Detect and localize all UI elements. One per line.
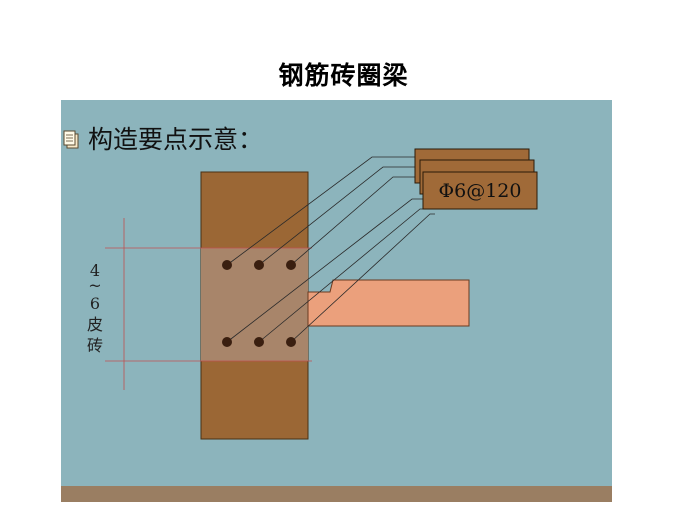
- rebar-bottom-2: [254, 337, 264, 347]
- rebar-bottom-3: [286, 337, 296, 347]
- callout-stack: Φ6@120: [414, 148, 538, 210]
- slide-bullet-icon: [63, 130, 79, 149]
- dimension-guides: [105, 218, 312, 390]
- rebar-top-1: [222, 260, 232, 270]
- callout-box-front: [422, 171, 538, 210]
- rebar-top-3: [286, 260, 296, 270]
- slide-heading: 构造要点示意：: [88, 125, 263, 154]
- course-count-label: 4 ~ 6 皮 砖: [87, 261, 103, 355]
- page-title: 钢筋砖圈梁: [278, 61, 409, 90]
- rebar-bottom-1: [222, 337, 232, 347]
- rebars: [222, 260, 296, 347]
- course-label-char: 皮: [87, 315, 103, 334]
- course-label-char: 4: [90, 261, 100, 280]
- slide-bottom-bar: [61, 486, 612, 502]
- course-label-char: ~: [88, 276, 101, 295]
- course-label-char: 砖: [87, 336, 103, 355]
- rebar-top-2: [254, 260, 264, 270]
- floor-slab: [307, 279, 470, 327]
- course-label-char: 6: [90, 294, 100, 313]
- rebar-spec-label: Φ6@120: [439, 180, 522, 202]
